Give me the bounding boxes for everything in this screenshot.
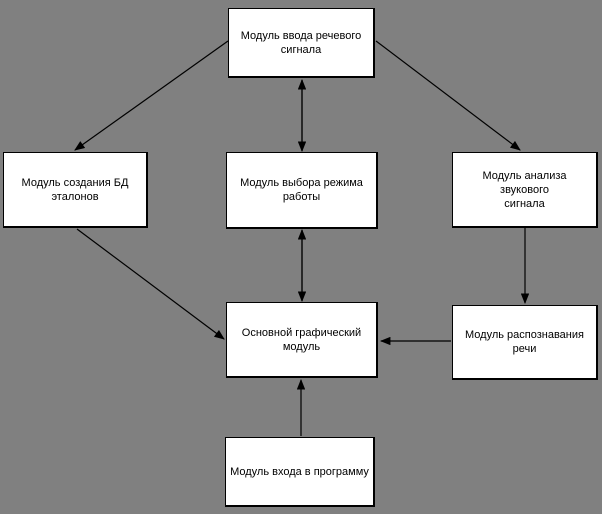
node-label: Модуль анализа звукового сигнала: [482, 169, 567, 210]
node-label: Модуль выбора режима работы: [240, 177, 363, 203]
node-speech-input-module: Модуль ввода речевого сигнала: [228, 8, 375, 78]
edge-speech-input-to-db-templates: [74, 40, 229, 151]
node-db-templates-module: Модуль создания БД эталонов: [3, 152, 148, 228]
node-mode-select-module: Модуль выбора режима работы: [226, 152, 378, 229]
node-main-graphic-module: Основной графический модуль: [226, 302, 378, 378]
node-label: Модуль входа в программу: [230, 465, 369, 478]
node-sound-analysis-module: Модуль анализа звукового сигнала: [452, 152, 598, 228]
edge-db-templates-to-main-graphic: [76, 228, 225, 340]
node-label: Модуль создания БД эталонов: [21, 176, 129, 203]
node-label: Модуль ввода речевого сигнала: [240, 29, 362, 56]
node-label: Основной графический модуль: [241, 326, 362, 353]
node-program-entry-module: Модуль входа в программу: [225, 437, 375, 507]
node-speech-recognition-module: Модуль распознавания речи: [452, 305, 598, 380]
edge-speech-input-to-sound-analysis: [375, 40, 521, 151]
node-label: Модуль распознавания речи: [465, 329, 584, 355]
